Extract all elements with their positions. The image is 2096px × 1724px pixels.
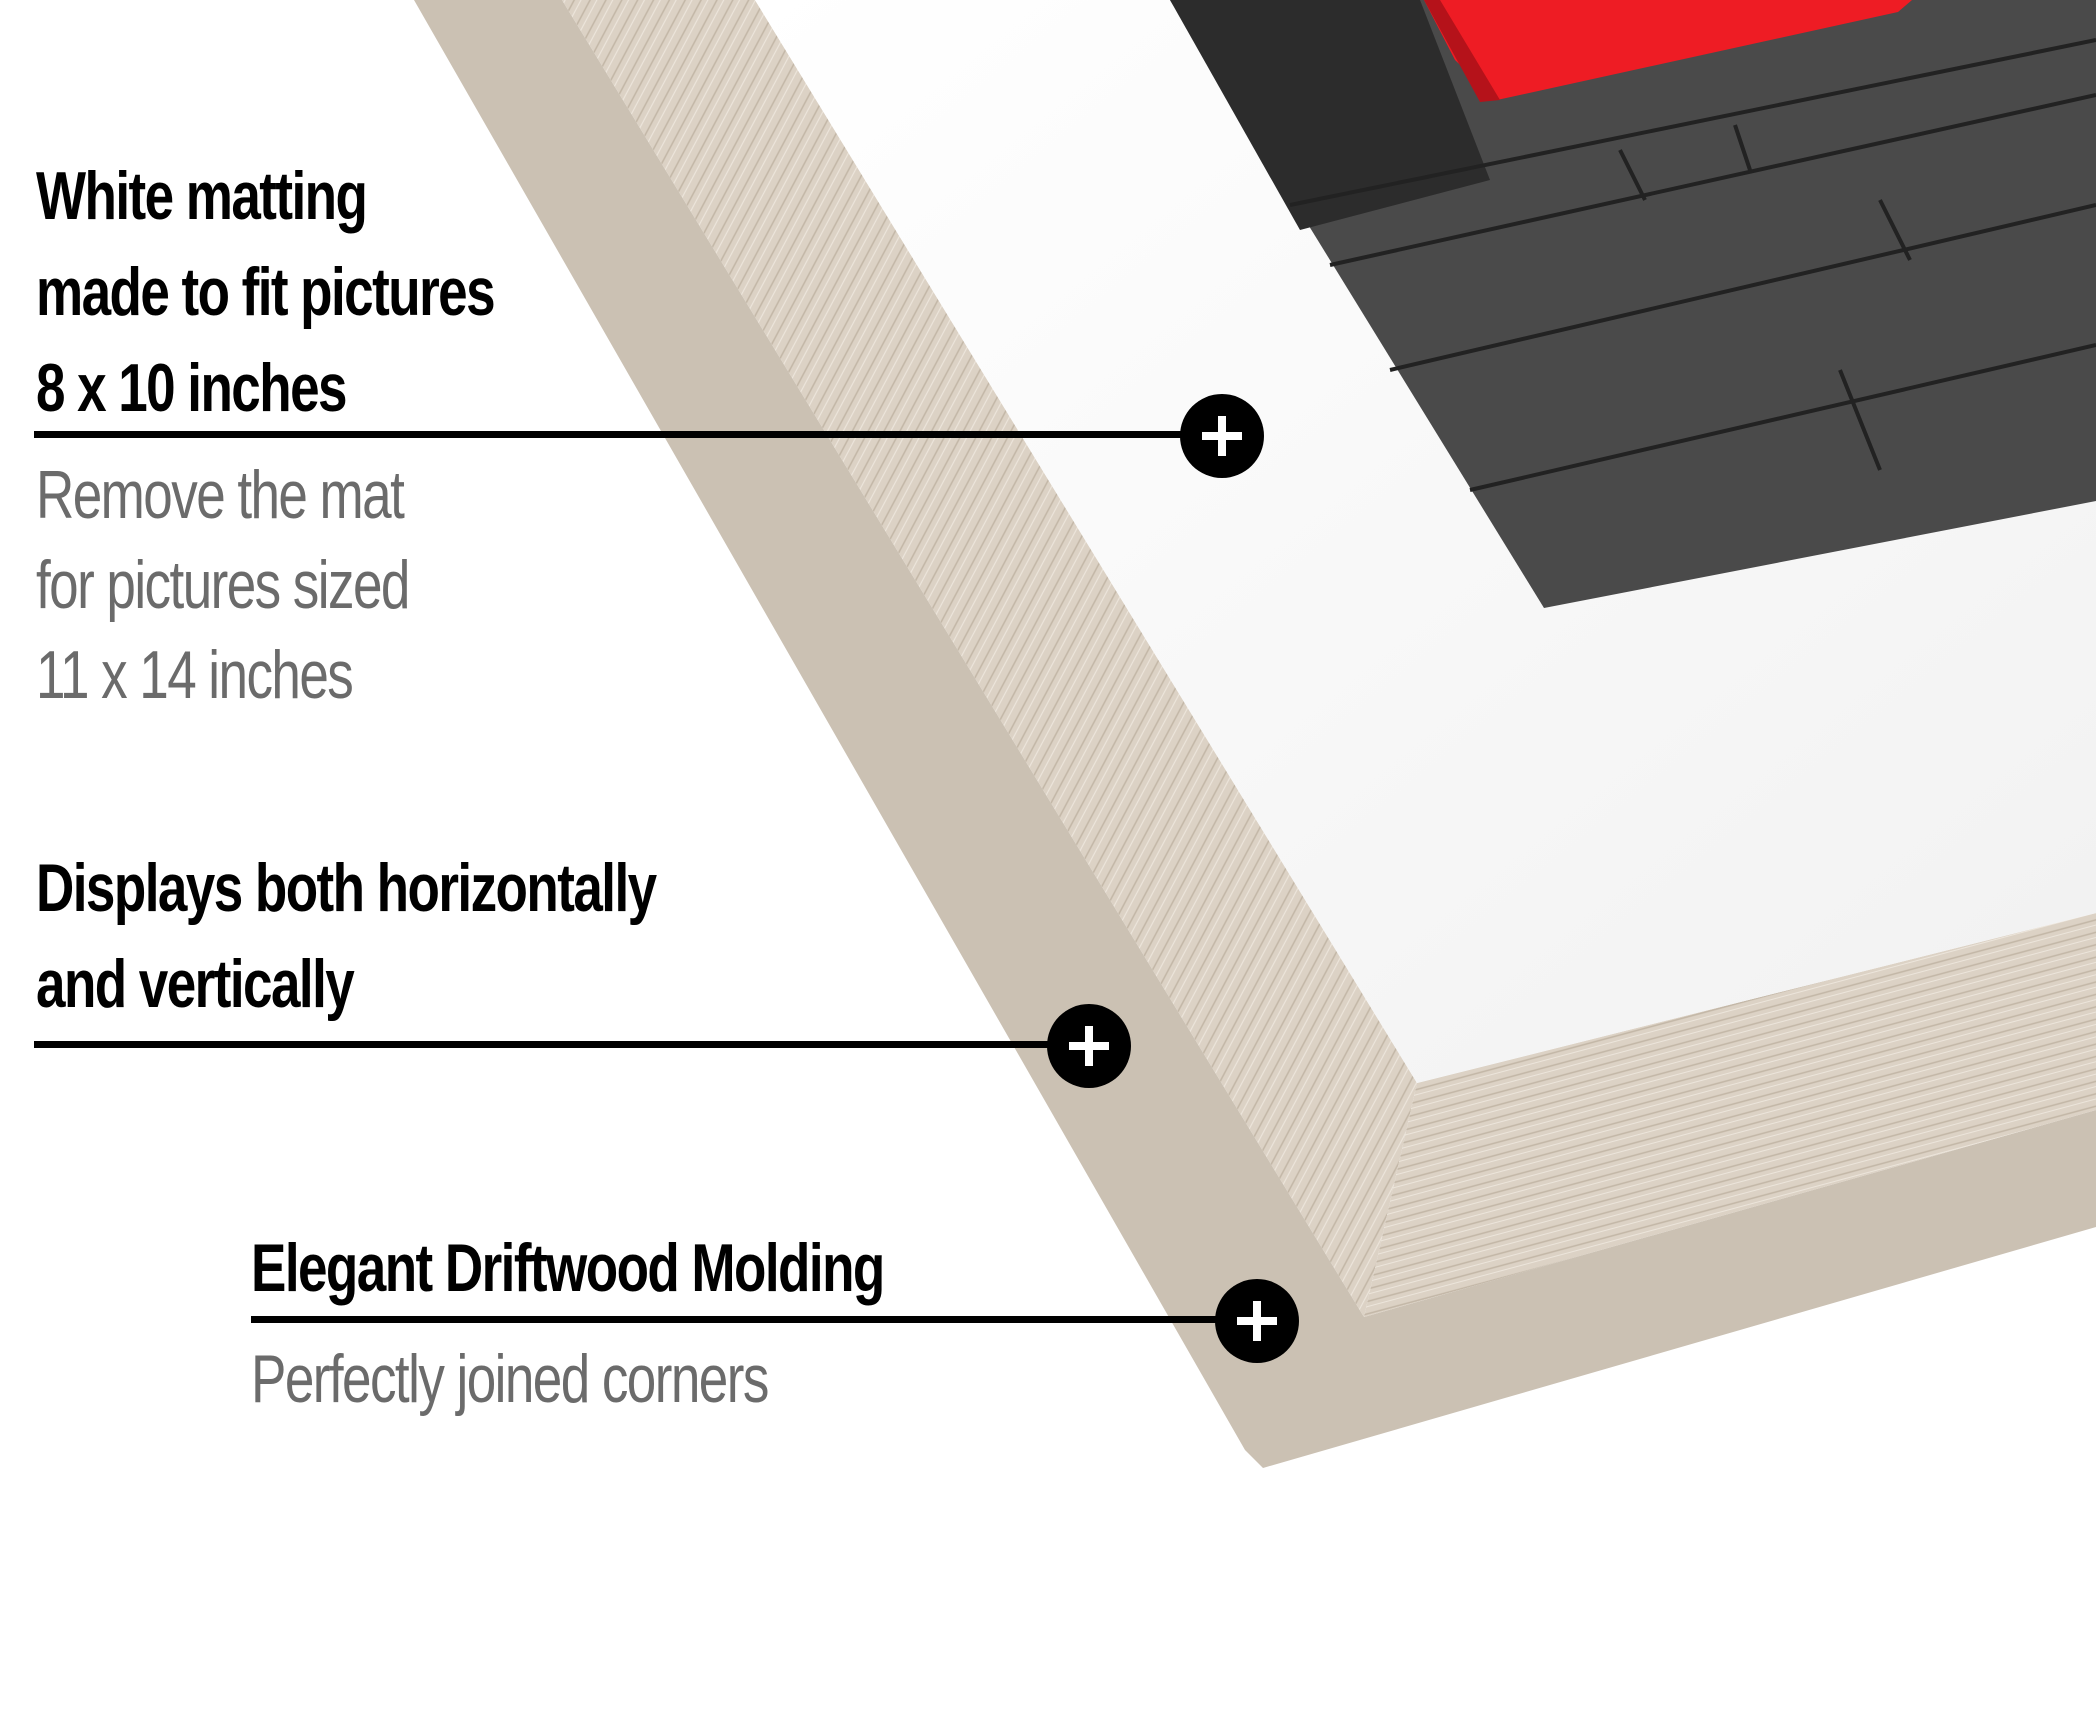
plus-circle-icon bbox=[1047, 1004, 1131, 1088]
frame-outer-side bbox=[414, 0, 2096, 1468]
callout-line bbox=[34, 1041, 1054, 1048]
callout-line bbox=[34, 431, 1184, 438]
frame-face-vertical bbox=[562, 0, 1417, 1317]
feature-title-line: White matting bbox=[36, 158, 368, 234]
feature-title-line: Elegant Driftwood Molding bbox=[251, 1230, 885, 1306]
red-phone-box bbox=[1424, 0, 1912, 100]
frame-face-horizontal bbox=[1364, 913, 2096, 1317]
feature-sub-line: Remove the mat bbox=[36, 457, 405, 533]
callout-line bbox=[251, 1316, 1221, 1323]
feature-sub-line: for pictures sized bbox=[36, 547, 410, 623]
feature-title-line: 8 x 10 inches bbox=[36, 350, 348, 426]
feature-title-line: made to fit pictures bbox=[36, 254, 496, 330]
plus-circle-icon bbox=[1215, 1279, 1299, 1363]
photo-shadow-band bbox=[1170, 0, 1490, 230]
feature-title-line: Displays both horizontally bbox=[36, 850, 657, 926]
feature-sub-line: 11 x 14 inches bbox=[36, 637, 354, 713]
pavement-lines bbox=[1289, 38, 2096, 492]
feature-sub-line: Perfectly joined corners bbox=[251, 1341, 769, 1417]
plus-circle-icon bbox=[1180, 394, 1264, 478]
feature-title-line: and vertically bbox=[36, 946, 355, 1022]
